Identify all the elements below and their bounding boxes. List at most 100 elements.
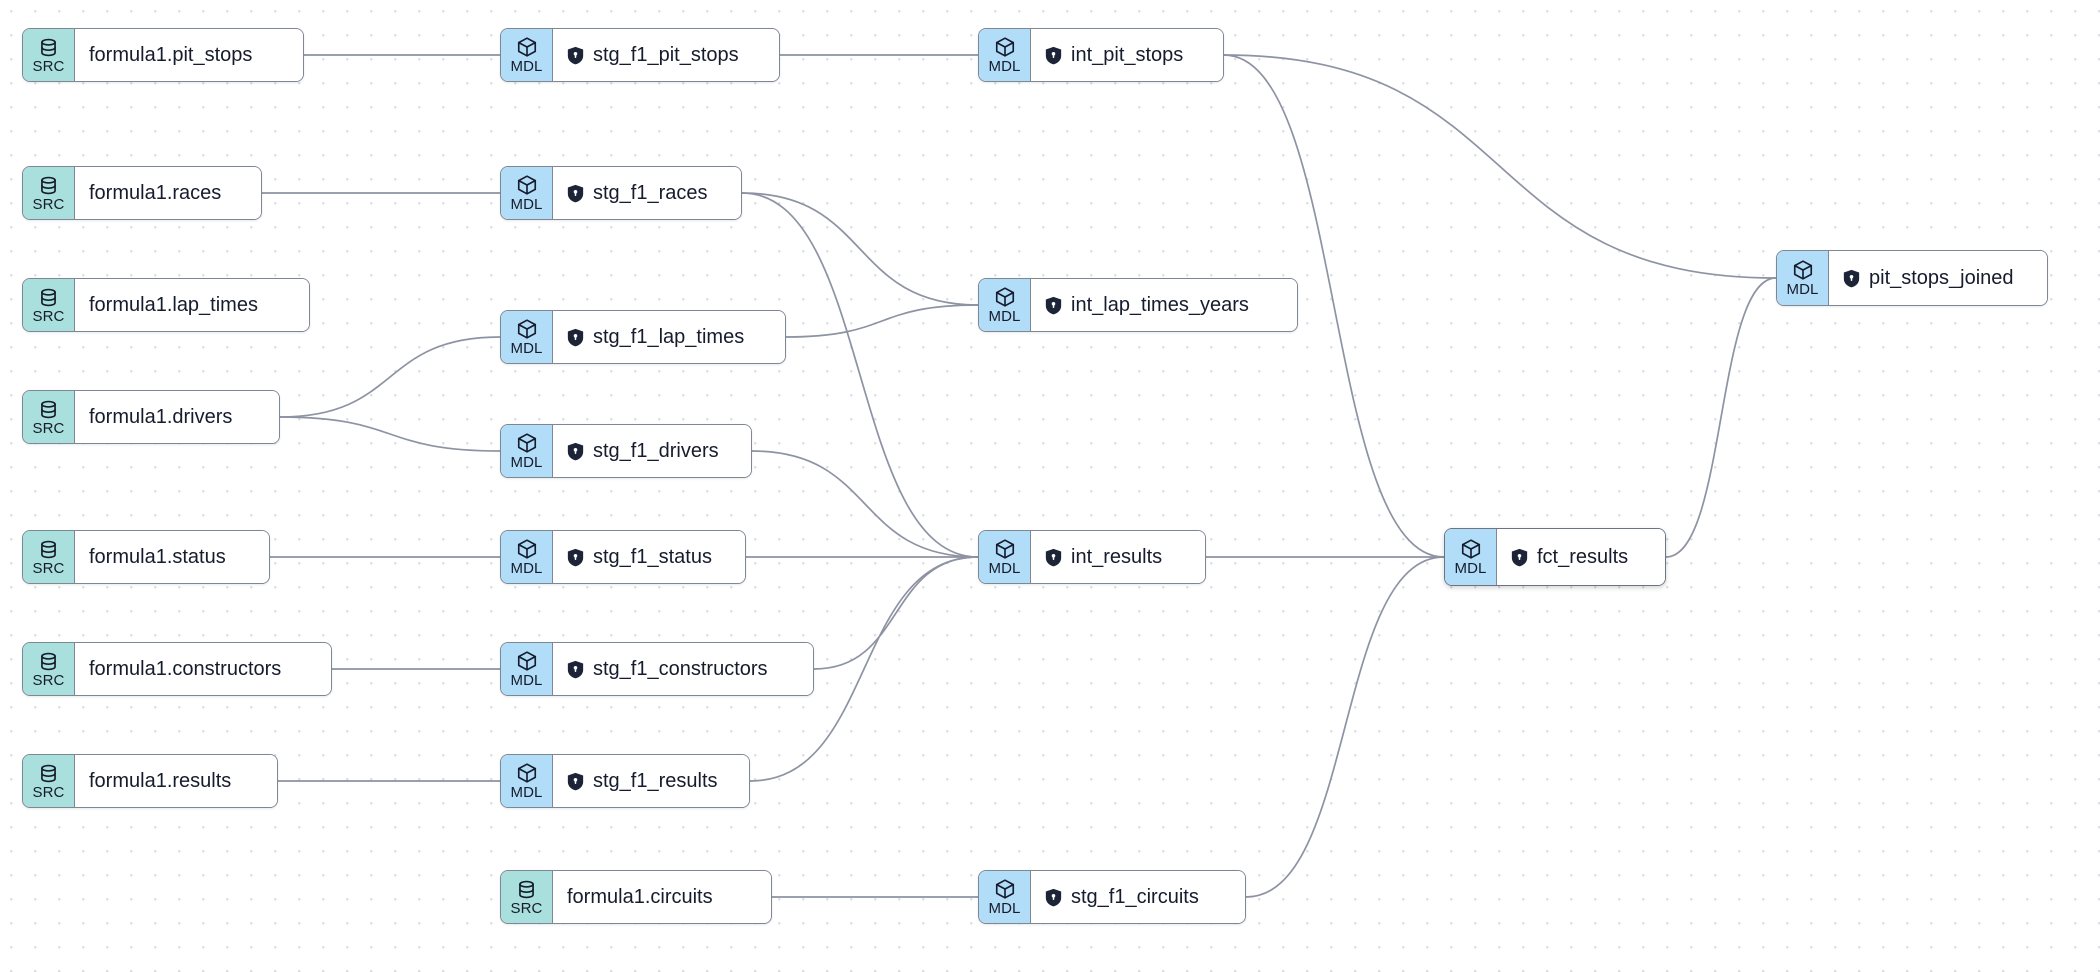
shield-lock-icon [567,660,584,679]
node-label-int_results: int_results [1071,546,1163,568]
node-stg_lap_times[interactable]: MDL stg_f1_lap_times [500,310,786,364]
node-kind-label: SRC [510,899,543,917]
node-kind-badge-fct_results: MDL [1445,529,1497,585]
shield-lock-icon [567,46,584,65]
node-kind-badge-src_races: SRC [23,167,75,219]
node-body-int_pit_stops: int_pit_stops [1031,29,1223,81]
node-int_lap_times[interactable]: MDL int_lap_times_years [978,278,1298,332]
node-kind-label: MDL [1454,560,1487,577]
shield-lock-icon [1045,548,1062,567]
cube-icon [994,538,1016,560]
node-kind-badge-pit_stops_joined: MDL [1777,251,1829,305]
node-body-stg_status: stg_f1_status [553,531,745,583]
node-src_results[interactable]: SRC formula1.results [22,754,278,808]
node-body-stg_circuits: stg_f1_circuits [1031,871,1245,923]
node-body-src_races: formula1.races [75,167,261,219]
node-body-stg_results: stg_f1_results [553,755,749,807]
node-src_drivers[interactable]: SRC formula1.drivers [22,390,280,444]
edge-src_drivers-to-stg_drivers [279,416,501,452]
edge-stg_races-to-int_lap_times [741,192,979,306]
node-label-stg_constructors: stg_f1_constructors [593,658,768,680]
node-kind-label: MDL [510,454,543,471]
node-body-int_results: int_results [1031,531,1205,583]
node-label-src_status: formula1.status [89,546,226,568]
node-kind-label: SRC [32,195,65,213]
node-src_status[interactable]: SRC formula1.status [22,530,270,584]
cube-icon [1792,259,1814,281]
node-label-int_lap_times: int_lap_times_years [1071,294,1249,316]
node-fct_results[interactable]: MDL fct_results [1444,528,1666,586]
database-icon [38,287,59,308]
node-stg_pit_stops[interactable]: MDL stg_f1_pit_stops [500,28,780,82]
shield-lock-icon [567,184,584,203]
node-label-src_constructors: formula1.constructors [89,658,282,680]
cube-icon [516,650,538,672]
edge-stg_constructors-to-int_results [813,556,979,670]
database-icon [38,763,59,784]
node-stg_drivers[interactable]: MDL stg_f1_drivers [500,424,752,478]
cube-icon [516,318,538,340]
node-label-src_races: formula1.races [89,182,222,204]
node-body-fct_results: fct_results [1497,529,1665,585]
cube-icon [994,878,1016,900]
node-kind-badge-stg_pit_stops: MDL [501,29,553,81]
node-label-stg_races: stg_f1_races [593,182,708,204]
node-body-stg_constructors: stg_f1_constructors [553,643,813,695]
edge-stg_races-to-int_results [741,192,979,558]
cube-icon [994,286,1016,308]
node-kind-badge-src_results: SRC [23,755,75,807]
node-body-stg_lap_times: stg_f1_lap_times [553,311,785,363]
cube-icon [516,432,538,454]
node-kind-label: MDL [988,58,1021,75]
shield-lock-icon [1843,269,1860,288]
node-int_results[interactable]: MDL int_results [978,530,1206,584]
node-body-src_results: formula1.results [75,755,277,807]
database-icon [38,175,59,196]
node-kind-badge-stg_status: MDL [501,531,553,583]
node-kind-label: MDL [510,560,543,577]
node-kind-label: SRC [32,559,65,577]
node-kind-label: MDL [510,340,543,357]
node-label-src_pit_stops: formula1.pit_stops [89,44,253,66]
node-kind-label: MDL [510,672,543,689]
node-kind-badge-int_pit_stops: MDL [979,29,1031,81]
database-icon [38,37,59,58]
node-label-stg_status: stg_f1_status [593,546,712,568]
node-int_pit_stops[interactable]: MDL int_pit_stops [978,28,1224,82]
node-stg_status[interactable]: MDL stg_f1_status [500,530,746,584]
node-body-stg_drivers: stg_f1_drivers [553,425,751,477]
node-kind-badge-src_constructors: SRC [23,643,75,695]
node-kind-label: SRC [32,419,65,437]
node-label-src_results: formula1.results [89,770,232,792]
node-src_constructors[interactable]: SRC formula1.constructors [22,642,332,696]
node-body-src_circuits: formula1.circuits [553,871,771,923]
cube-icon [516,762,538,784]
node-kind-label: MDL [988,308,1021,325]
node-kind-badge-src_circuits: SRC [501,871,553,923]
node-body-int_lap_times: int_lap_times_years [1031,279,1297,331]
node-body-src_drivers: formula1.drivers [75,391,279,443]
node-kind-badge-stg_circuits: MDL [979,871,1031,923]
node-src_circuits[interactable]: SRC formula1.circuits [500,870,772,924]
node-body-stg_races: stg_f1_races [553,167,741,219]
node-src_races[interactable]: SRC formula1.races [22,166,262,220]
node-kind-badge-src_drivers: SRC [23,391,75,443]
database-icon [516,879,537,900]
cube-icon [994,36,1016,58]
node-label-stg_pit_stops: stg_f1_pit_stops [593,44,739,66]
shield-lock-icon [567,328,584,347]
shield-lock-icon [567,772,584,791]
node-kind-label: MDL [988,560,1021,577]
shield-lock-icon [567,548,584,567]
node-stg_constructors[interactable]: MDL stg_f1_constructors [500,642,814,696]
node-kind-label: MDL [1786,281,1819,298]
edge-int_pit_stops-to-pit_stops_joined [1223,54,1777,279]
edge-stg_lap_times-to-int_lap_times [785,304,979,338]
